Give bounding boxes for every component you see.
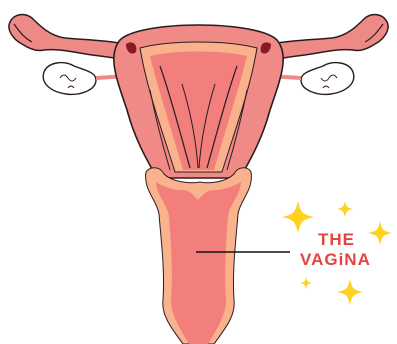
sparkle-icon	[368, 221, 392, 245]
sparkle-icon	[282, 201, 314, 233]
uterus-body	[114, 25, 283, 178]
vagina	[146, 168, 252, 344]
label-line-2: VAGiNA	[300, 250, 371, 269]
sparkle-icon	[337, 279, 363, 305]
sparkle-icon	[337, 201, 353, 217]
sparkle-icon	[300, 277, 312, 289]
label-line-1: THE	[318, 230, 355, 249]
